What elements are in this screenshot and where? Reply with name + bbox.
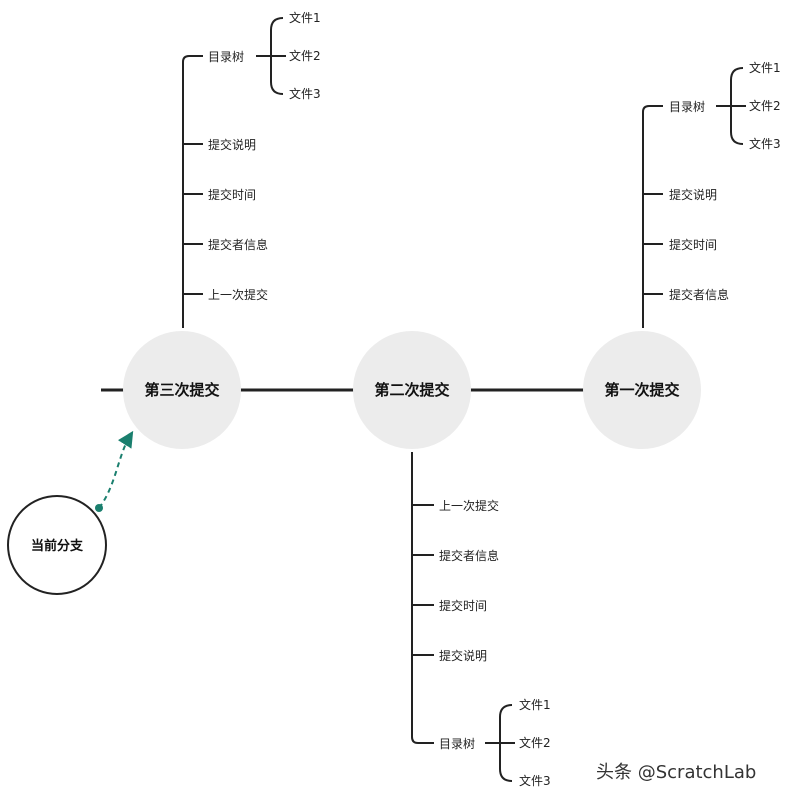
first-trunk (642, 105, 663, 328)
first-commit-labels: 目录树 文件1 文件2 文件3 提交说明 提交时间 提交者信息 (669, 60, 781, 302)
first-file-3: 文件3 (749, 136, 781, 151)
second-commit-labels: 上一次提交 提交者信息 提交时间 提交说明 目录树 文件1 文件2 文件3 (439, 498, 551, 788)
first-field-time: 提交时间 (669, 237, 717, 252)
third-field-parent: 上一次提交 (208, 287, 268, 302)
third-field-author: 提交者信息 (208, 237, 268, 252)
third-file-3: 文件3 (289, 86, 321, 101)
third-commit-labels: 目录树 文件1 文件2 文件3 提交说明 提交时间 提交者信息 上一次提交 (208, 10, 321, 302)
commit-node-second: 第二次提交 (353, 331, 471, 449)
second-file-2: 文件2 (519, 735, 551, 750)
current-branch: 当前分支 (7, 430, 134, 595)
branch-pointer-arrow (98, 430, 134, 509)
commit-node-first-label: 第一次提交 (604, 381, 679, 399)
third-file-2: 文件2 (289, 48, 321, 63)
first-field-message: 提交说明 (669, 187, 717, 202)
second-field-author: 提交者信息 (439, 548, 499, 563)
second-trunk (411, 452, 434, 744)
third-tree-label: 目录树 (208, 49, 244, 64)
first-file-2: 文件2 (749, 98, 781, 113)
third-field-time: 提交时间 (208, 187, 256, 202)
second-field-message: 提交说明 (439, 648, 487, 663)
first-field-author: 提交者信息 (669, 287, 729, 302)
first-tree-label: 目录树 (669, 99, 705, 114)
second-tree-label: 目录树 (439, 736, 475, 751)
second-file-3: 文件3 (519, 773, 551, 788)
current-branch-circle (7, 495, 107, 595)
commit-node-third-circle (123, 331, 241, 449)
second-file-1: 文件1 (519, 697, 551, 712)
commit-node-third: 第三次提交 (123, 331, 241, 449)
commit-node-third-label: 第三次提交 (144, 381, 219, 399)
second-field-parent: 上一次提交 (439, 498, 499, 513)
first-commit-tree (642, 67, 746, 328)
third-trunk (182, 55, 203, 328)
third-file-1: 文件1 (289, 10, 321, 25)
commit-node-first-circle (583, 331, 701, 449)
second-field-time: 提交时间 (439, 598, 487, 613)
first-file-1: 文件1 (749, 60, 781, 75)
third-commit-tree (182, 17, 286, 328)
commit-node-first: 第一次提交 (583, 331, 701, 449)
commit-node-second-circle (353, 331, 471, 449)
current-branch-label: 当前分支 (31, 538, 84, 554)
third-field-message: 提交说明 (208, 137, 256, 152)
second-commit-tree (411, 452, 515, 782)
watermark-text: 头条 @ScratchLab (596, 762, 756, 783)
commit-node-second-label: 第二次提交 (374, 381, 449, 399)
